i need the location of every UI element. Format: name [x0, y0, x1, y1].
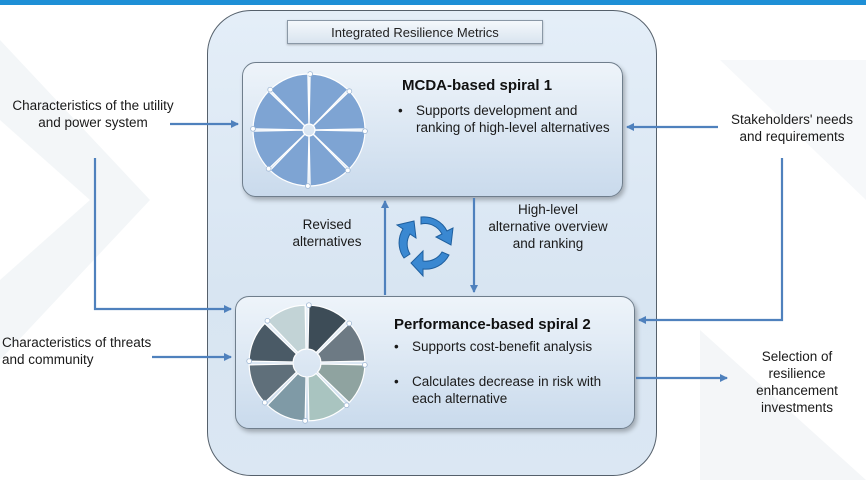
wheel-segment [316, 363, 366, 404]
wheel-segment [308, 133, 349, 187]
wheel-segment [252, 129, 306, 170]
wheel-node [305, 183, 311, 189]
wheel-node [264, 317, 271, 324]
wheel-segment [252, 90, 306, 131]
wheel-node [261, 399, 268, 406]
wheel-segment [316, 322, 366, 363]
wheel-node [302, 418, 308, 424]
wheel-node [346, 320, 353, 327]
wheel-segment [307, 304, 348, 354]
mcda-wheel-graphic [250, 71, 368, 189]
wheel-node [250, 126, 256, 132]
performance-bullet-2: •Calculates decrease in risk with each a… [394, 374, 602, 406]
performance-spiral-title: Performance-based spiral 2 [394, 316, 591, 333]
performance-bullet-1: •Supports cost-benefit analysis [394, 339, 593, 354]
revised-alternatives-label: Revised alternatives [292, 217, 362, 249]
wheel-segment [248, 363, 298, 404]
wheel-node [344, 167, 351, 174]
wheel-node [362, 362, 368, 368]
framework-title: Integrated Resilience Metrics [287, 20, 543, 44]
wheel-node [246, 358, 252, 364]
wheel-segment [308, 73, 349, 127]
wheel-node [343, 402, 350, 409]
wheel-node [306, 302, 312, 308]
performance-wheel-graphic [246, 302, 368, 424]
overview-ranking-label: High-level alternative overview and rank… [488, 202, 608, 251]
utility-to-spiral2-arrow [93, 158, 232, 313]
wheel-node [362, 128, 368, 134]
utility-characteristics-label: Characteristics of the utility and power… [12, 98, 174, 130]
mcda-spiral-title: MCDA-based spiral 1 [402, 77, 553, 94]
framework-title-text: Integrated Resilience Metrics [331, 24, 499, 40]
wheel-node [346, 88, 353, 95]
wheel-segment [266, 304, 307, 354]
output-selection-label: Selection of resilience enhancement inve… [756, 349, 838, 415]
threats-characteristics-label: Characteristics of threats and community [2, 335, 152, 367]
top-accent-bar [0, 0, 866, 5]
stakeholders-to-spiral2-arrow [638, 158, 784, 324]
wheel-segment [248, 322, 298, 363]
mcda-bullet-1: •Supports development and ranking of hig… [398, 103, 610, 135]
wheel-segment [307, 372, 348, 422]
iteration-cycle-icon [395, 216, 454, 278]
wheel-node [265, 165, 272, 172]
wheel-segment [312, 90, 366, 131]
wheel-segment [266, 372, 307, 422]
stakeholders-label: Stakeholders' needs and requirements [731, 112, 853, 144]
wheel-segment [269, 133, 310, 187]
wheel-segment [312, 129, 366, 170]
wheel-segment [269, 73, 310, 127]
wheel-node [267, 86, 274, 93]
